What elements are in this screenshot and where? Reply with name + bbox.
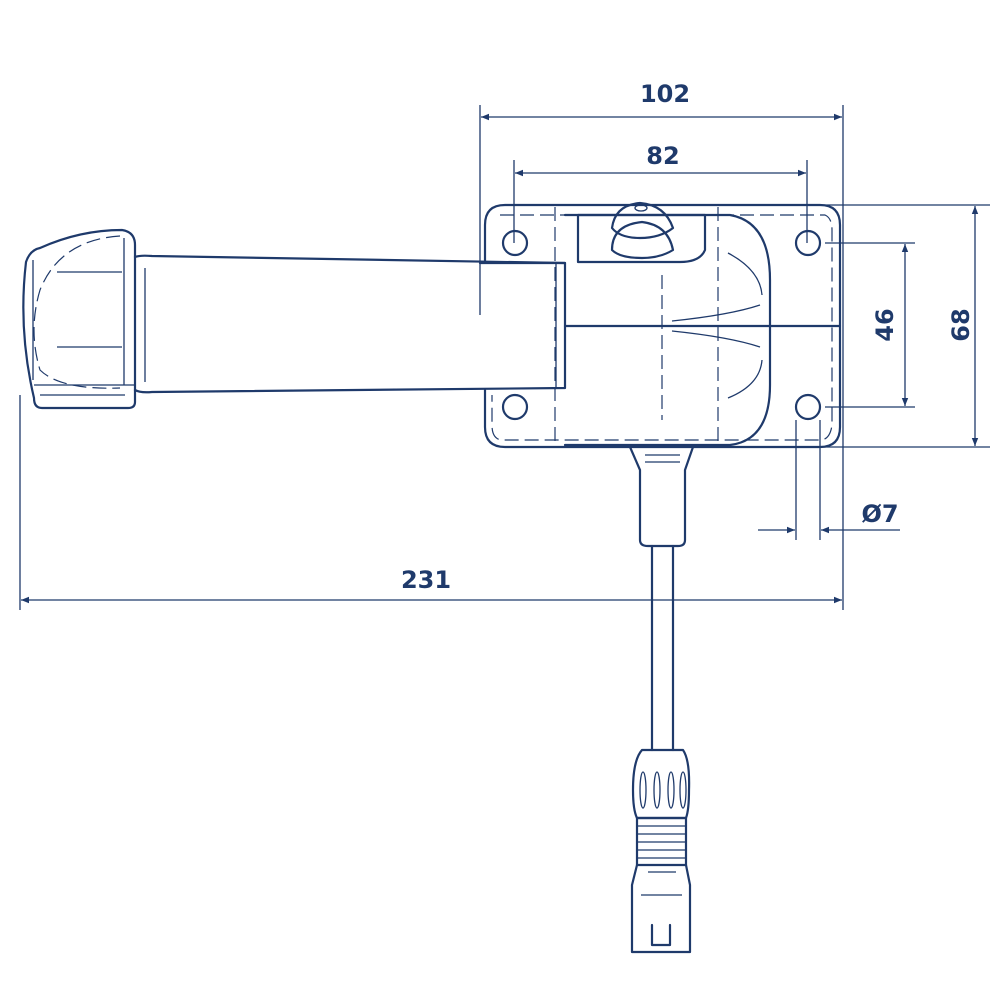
dimension-68: 68 xyxy=(947,206,979,446)
mounting-hole-top-right xyxy=(794,229,822,257)
dimension-102: 102 xyxy=(481,80,842,121)
dimension-label-102: 102 xyxy=(640,80,690,108)
dimension-46: 46 xyxy=(871,244,909,406)
extension-lines xyxy=(19,105,990,610)
mounting-hole-top-left xyxy=(501,229,529,257)
dimension-label-68: 68 xyxy=(947,308,975,341)
dimension-label-diameter: Ø7 xyxy=(861,500,898,528)
handle-knob xyxy=(22,228,137,410)
housing xyxy=(554,207,842,447)
base-plate xyxy=(483,203,842,449)
dimension-231: 231 xyxy=(21,566,842,604)
handle-shaft xyxy=(133,254,567,394)
dimension-label-46: 46 xyxy=(871,308,899,341)
mounting-hole-bottom-left xyxy=(501,393,529,421)
cable-assembly xyxy=(628,445,695,954)
dimension-label-82: 82 xyxy=(646,142,679,170)
button xyxy=(610,201,675,260)
dimension-82: 82 xyxy=(515,142,806,177)
mounting-hole-bottom-right xyxy=(794,393,822,421)
dimension-label-231: 231 xyxy=(401,566,451,594)
dimension-hole-diameter: Ø7 xyxy=(758,500,900,534)
